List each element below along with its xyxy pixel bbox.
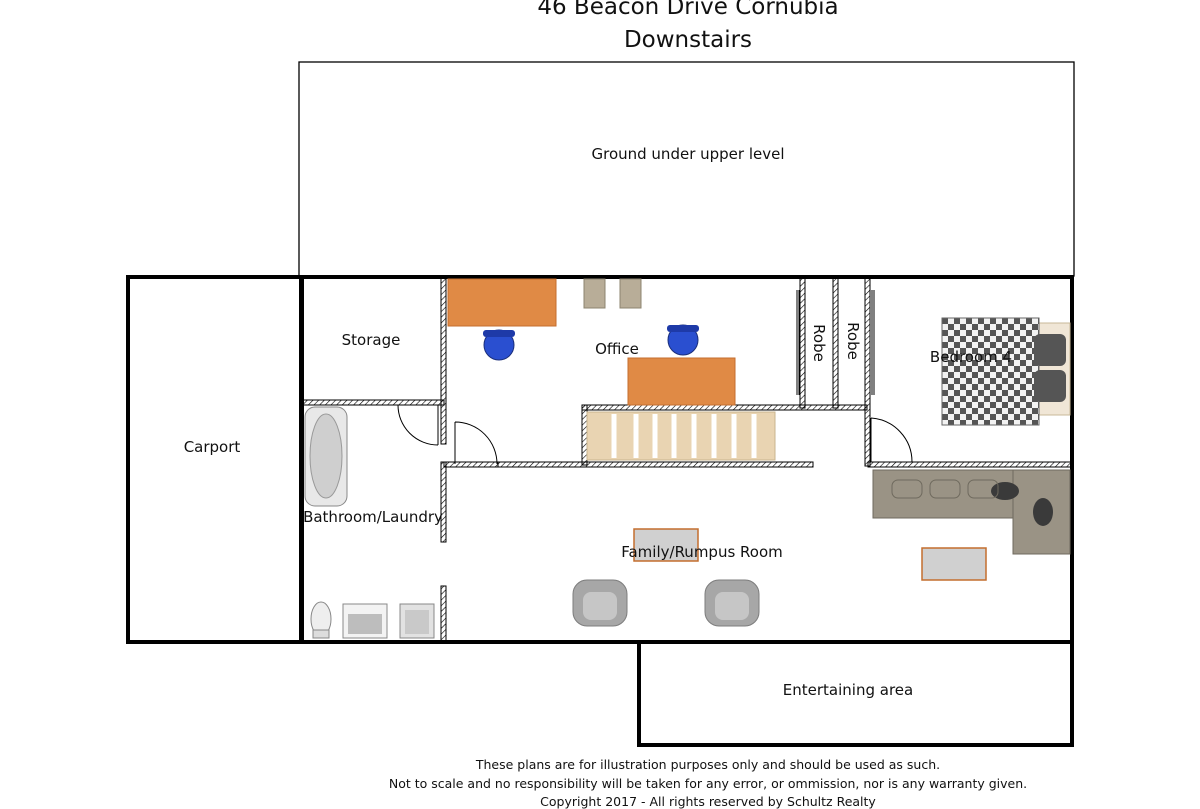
stair-wall-bottom xyxy=(497,461,814,468)
room-label-carport: Carport xyxy=(183,438,241,456)
bathroom-door xyxy=(397,404,439,446)
storage-wall-right xyxy=(440,277,447,445)
coffee-table xyxy=(633,528,699,562)
side-table xyxy=(921,547,987,581)
office-desk-2 xyxy=(627,357,736,406)
plan-address: 46 Beacon Drive Cornubia xyxy=(537,0,839,20)
bath-wall-upper xyxy=(440,461,447,543)
room-label-robe-2: Robe xyxy=(844,322,862,360)
office-chair-2 xyxy=(667,324,699,356)
room-label-family: Family/Rumpus Room xyxy=(621,543,783,561)
robe-wall-1 xyxy=(799,277,806,409)
office-door xyxy=(454,421,498,465)
bedroom-wall-bottom xyxy=(867,461,1072,468)
room-label-entertaining: Entertaining area xyxy=(782,681,914,699)
stair-wall-left xyxy=(581,404,588,466)
laundry-tub xyxy=(399,603,435,639)
disclaimer-line-2: Not to scale and no responsibility will … xyxy=(388,776,1028,791)
bedroom-door xyxy=(870,417,913,463)
room-label-ground: Ground under upper level xyxy=(591,145,785,163)
office-desk-1 xyxy=(447,278,557,327)
bed xyxy=(941,317,1071,426)
robe-wall-2 xyxy=(832,277,839,409)
bath-wall-lower xyxy=(440,585,447,642)
room-label-storage: Storage xyxy=(341,331,401,349)
stool-2 xyxy=(619,278,642,309)
office-chair-1 xyxy=(483,329,515,361)
storage-wall-bottom xyxy=(301,399,445,406)
disclaimer-line-3: Copyright 2017 - All rights reserved by … xyxy=(540,794,876,809)
disclaimer-line-1: These plans are for illustration purpose… xyxy=(475,757,941,772)
ground-area xyxy=(298,61,1075,277)
interior-walls xyxy=(301,277,1072,642)
carport-wall xyxy=(126,275,304,644)
bathtub xyxy=(304,406,348,507)
bedroom-wall-left xyxy=(864,277,871,467)
vanity xyxy=(342,603,388,639)
main-house-wall xyxy=(299,275,1074,644)
room-label-bathroom: Bathroom/Laundry xyxy=(303,508,443,526)
robe-door-1 xyxy=(796,290,800,395)
outer-walls xyxy=(126,275,1074,747)
room-label-robe-1: Robe xyxy=(810,324,828,362)
robe-door-2 xyxy=(871,290,875,395)
entertaining-wall xyxy=(637,642,1074,747)
room-label-office: Office xyxy=(595,340,639,358)
plan-level: Downstairs xyxy=(623,27,753,53)
office-wall-bottom xyxy=(443,461,499,468)
armchair-2 xyxy=(704,579,760,627)
toilet xyxy=(310,601,332,639)
corner-sofa xyxy=(872,469,1071,555)
armchair-1 xyxy=(572,579,628,627)
stairs xyxy=(586,411,776,461)
doors xyxy=(397,290,913,465)
room-label-bedroom-4: Bedroom 4 xyxy=(929,348,1013,366)
stair-wall-top xyxy=(581,404,868,411)
stool-1 xyxy=(583,278,606,309)
